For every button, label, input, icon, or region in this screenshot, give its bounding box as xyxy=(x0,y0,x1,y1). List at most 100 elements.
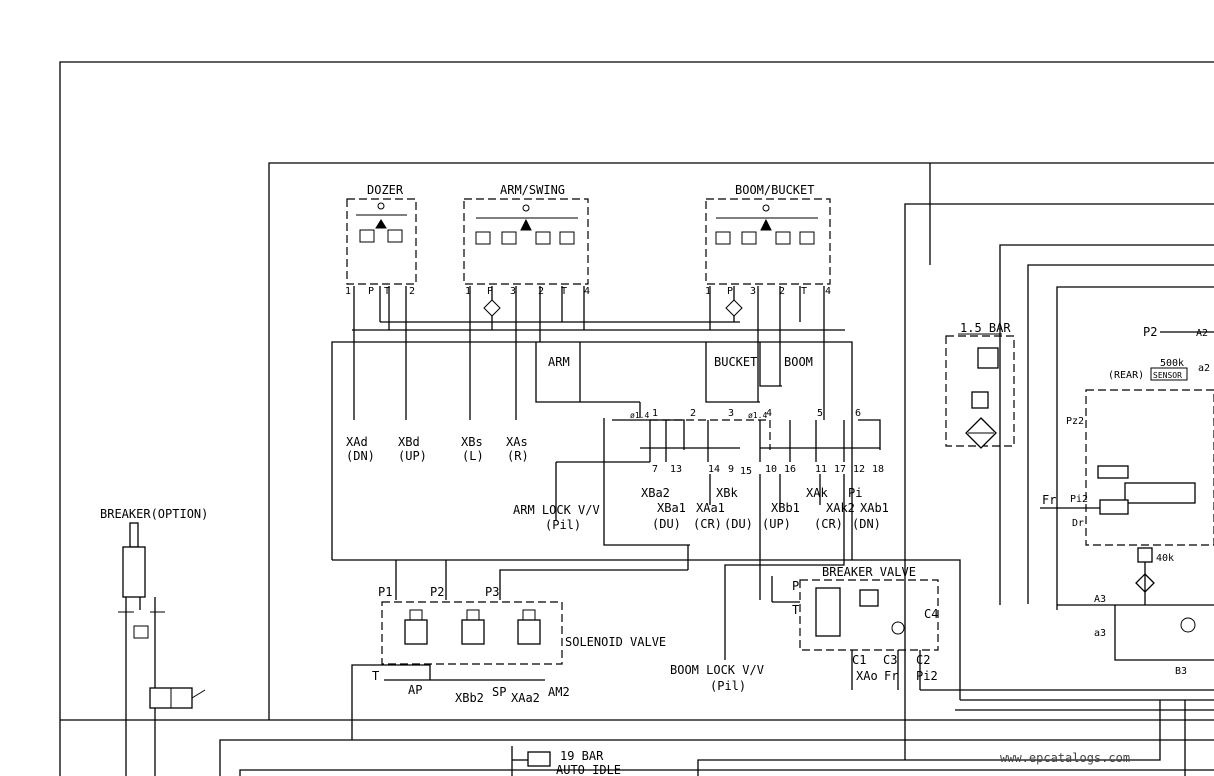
svg-text:XBd: XBd xyxy=(398,435,420,449)
svg-text:(DN): (DN) xyxy=(346,449,375,463)
arm-lock-label: ARM LOCK V/V xyxy=(513,503,600,517)
svg-text:4: 4 xyxy=(825,286,831,297)
svg-text:P2: P2 xyxy=(430,585,444,599)
relief-filter-block: 1.5 BAR xyxy=(945,321,1015,449)
svg-text:(DU): (DU) xyxy=(652,517,681,531)
svg-text:14: 14 xyxy=(708,464,720,475)
bucket-label: BUCKET xyxy=(714,355,757,369)
pilot-lines xyxy=(60,162,1214,776)
svg-text:6: 6 xyxy=(855,408,861,419)
svg-text:17: 17 xyxy=(834,464,846,475)
svg-text:XAo: XAo xyxy=(856,669,878,683)
svg-text:XBs: XBs xyxy=(461,435,483,449)
svg-text:P1: P1 xyxy=(378,585,392,599)
svg-text:1: 1 xyxy=(705,286,711,297)
svg-text:1: 1 xyxy=(465,286,471,297)
shuttle-block: ø1.4 1 2 3 ø1.4 4 5 6 7 13 14 9 15 10 16… xyxy=(555,402,884,600)
boom-bucket-block: BOOM/BUCKET 1 P 3 2 T 4 xyxy=(705,183,831,420)
svg-text:XAk2: XAk2 xyxy=(826,501,855,515)
breaker-valve-block: BREAKER VALVE P T C4 C1 XAo C3 Fr C2 Pi2 xyxy=(771,565,939,690)
svg-text:AM2: AM2 xyxy=(548,685,570,699)
svg-text:a2: a2 xyxy=(1198,363,1210,374)
svg-text:1: 1 xyxy=(652,408,658,419)
svg-text:12: 12 xyxy=(853,464,865,475)
boom-lock-label: BOOM LOCK V/V xyxy=(670,663,764,677)
dozer-block: DOZER 1 P T 2 xyxy=(345,183,417,420)
pilot-outputs: XAd (DN) XBd (UP) XBs (L) XAs (R) xyxy=(346,435,529,463)
svg-text:9: 9 xyxy=(728,464,734,475)
svg-text:B3: B3 xyxy=(1175,666,1187,677)
svg-text:P2: P2 xyxy=(1143,325,1157,339)
svg-text:T: T xyxy=(372,669,379,683)
svg-text:2: 2 xyxy=(779,286,785,297)
svg-text:A3: A3 xyxy=(1094,594,1106,605)
svg-text:(L): (L) xyxy=(462,449,484,463)
svg-text:4: 4 xyxy=(584,286,590,297)
svg-text:(CR): (CR) xyxy=(814,517,843,531)
svg-text:3: 3 xyxy=(510,286,516,297)
svg-text:(REAR): (REAR) xyxy=(1108,370,1144,381)
svg-text:XBk: XBk xyxy=(716,486,738,500)
boom-lock-pil: (Pil) xyxy=(710,679,746,693)
svg-text:13: 13 xyxy=(670,464,682,475)
svg-text:Fr: Fr xyxy=(884,669,898,683)
watermark: www.epcatalogs.com xyxy=(1000,751,1130,765)
svg-text:XAd: XAd xyxy=(346,435,368,449)
svg-text:T: T xyxy=(384,286,390,297)
pump-regulator-block: P2 A2 500k a2 (REAR) SENSOR Pz2 Fr Pi2 D… xyxy=(1040,325,1214,677)
svg-text:7: 7 xyxy=(652,464,658,475)
svg-text:(UP): (UP) xyxy=(762,517,791,531)
svg-text:2: 2 xyxy=(409,286,415,297)
dozer-title: DOZER xyxy=(367,183,404,197)
svg-text:a3: a3 xyxy=(1094,628,1106,639)
svg-text:1: 1 xyxy=(345,286,351,297)
svg-text:ø1.4: ø1.4 xyxy=(748,411,767,420)
breaker-valve-title: BREAKER VALVE xyxy=(822,565,916,579)
boom-label: BOOM xyxy=(784,355,813,369)
svg-text:Pz2: Pz2 xyxy=(1066,416,1084,427)
svg-text:P: P xyxy=(487,286,493,297)
svg-text:T: T xyxy=(561,286,567,297)
svg-text:XAk: XAk xyxy=(806,486,828,500)
svg-text:XAs: XAs xyxy=(506,435,528,449)
svg-text:XAb1: XAb1 xyxy=(860,501,889,515)
svg-text:Pi2: Pi2 xyxy=(1070,494,1088,505)
svg-text:16: 16 xyxy=(784,464,796,475)
svg-text:(UP): (UP) xyxy=(398,449,427,463)
svg-text:XBa1: XBa1 xyxy=(657,501,686,515)
svg-text:3: 3 xyxy=(750,286,756,297)
solenoid-valve-block: P1 P2 P3 SOLENOID VALVE T AP XBb2 SP XAa… xyxy=(351,560,688,740)
svg-text:Pi: Pi xyxy=(848,486,862,500)
svg-text:C4: C4 xyxy=(924,607,938,621)
svg-text:P: P xyxy=(368,286,374,297)
breaker-option-label: BREAKER(OPTION) xyxy=(100,507,208,521)
svg-text:Pi2: Pi2 xyxy=(916,669,938,683)
svg-text:SENSOR: SENSOR xyxy=(1153,371,1182,380)
svg-text:XBb1: XBb1 xyxy=(771,501,800,515)
svg-text:(CR): (CR) xyxy=(693,517,722,531)
svg-text:500k: 500k xyxy=(1160,358,1184,369)
svg-text:5: 5 xyxy=(817,408,823,419)
valve-signals: XBa2 XBa1 (DU) XAa1 (CR) XBk (DU) XBb1 (… xyxy=(641,486,889,531)
svg-text:(R): (R) xyxy=(507,449,529,463)
svg-text:2: 2 xyxy=(538,286,544,297)
svg-text:(DU): (DU) xyxy=(724,517,753,531)
svg-text:XAa2: XAa2 xyxy=(511,691,540,705)
svg-text:SP: SP xyxy=(492,685,506,699)
svg-text:XBb2: XBb2 xyxy=(455,691,484,705)
boom-bucket-title: BOOM/BUCKET xyxy=(735,183,814,197)
svg-text:(DN): (DN) xyxy=(852,517,881,531)
svg-text:4: 4 xyxy=(766,408,772,419)
svg-text:Fr: Fr xyxy=(1042,493,1056,507)
svg-text:C3: C3 xyxy=(883,653,897,667)
arm-lock-pil: (Pil) xyxy=(545,518,581,532)
svg-text:ø1.4: ø1.4 xyxy=(630,411,649,420)
svg-text:10: 10 xyxy=(765,464,777,475)
solenoid-valve-label: SOLENOID VALVE xyxy=(565,635,666,649)
svg-text:A2: A2 xyxy=(1196,328,1208,339)
svg-text:AP: AP xyxy=(408,683,422,697)
svg-text:XAa1: XAa1 xyxy=(696,501,725,515)
auto-idle-sensor: 19 BAR AUTO IDLE xyxy=(511,746,621,776)
svg-text:11: 11 xyxy=(815,464,827,475)
